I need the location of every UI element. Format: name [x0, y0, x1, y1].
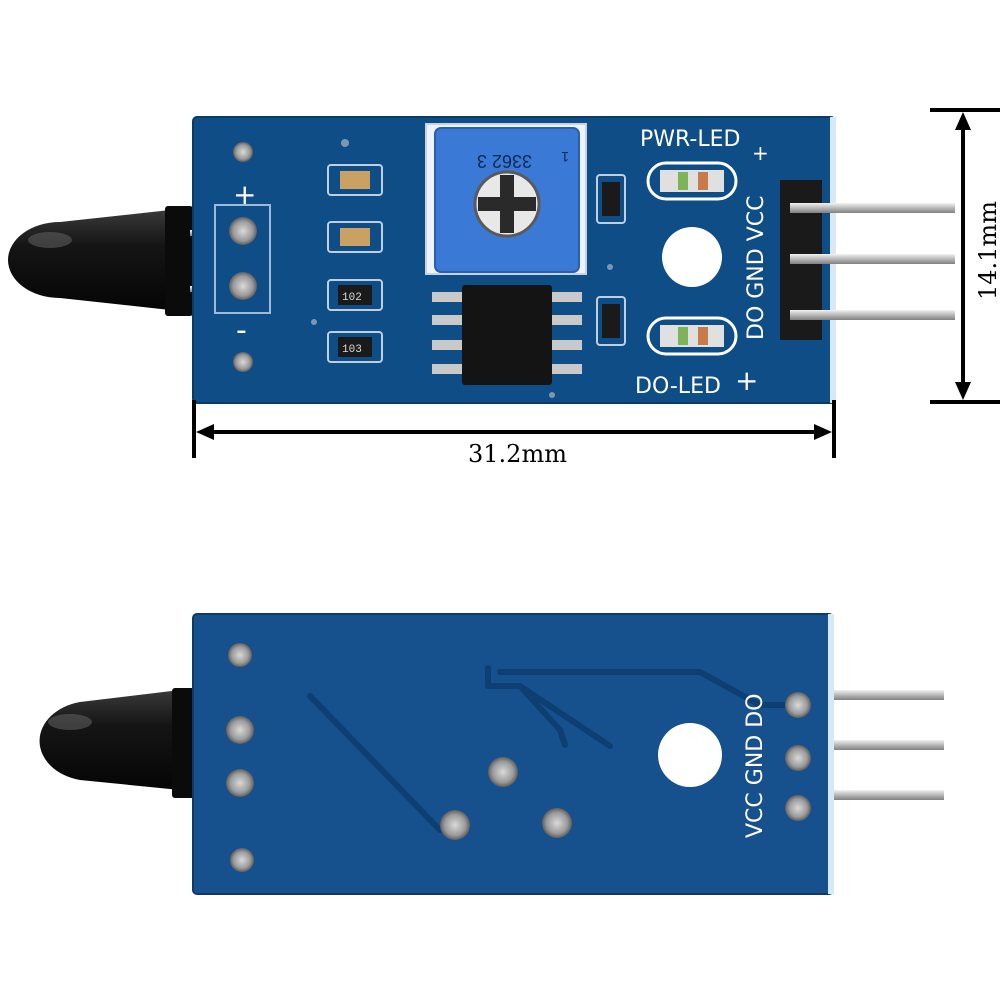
front-board: + - 102 103 3362 3: [8, 116, 955, 404]
dimension-height: [930, 108, 1000, 404]
back-pins-label: VCC GND DO: [743, 694, 768, 838]
plus-label: +: [233, 178, 256, 211]
mount-hole-back: [658, 723, 722, 787]
do-led-label: DO-LED: [635, 374, 721, 399]
smd-resistor-3: [596, 174, 626, 346]
do-led-plus: +: [735, 364, 758, 397]
width-dimension-label: 31.2mm: [468, 440, 567, 468]
smd-capacitors: [327, 164, 383, 253]
minus-label: -: [236, 313, 247, 348]
back-pads: [226, 643, 811, 872]
dimension-width: [192, 400, 836, 458]
do-led: [646, 316, 738, 356]
front-pins-label: DO GND VCC: [744, 196, 769, 340]
svg-text:3362 3: 3362 3: [477, 151, 532, 171]
potentiometer: 3362 3 1: [425, 123, 587, 275]
svg-text:103: 103: [342, 344, 362, 356]
back-board: VCC GND DO: [39, 613, 944, 895]
header-pins-back: [834, 690, 944, 800]
mount-hole-front: [662, 227, 722, 287]
sensor-terminal-pads: [214, 142, 271, 372]
pcb-back: [192, 613, 834, 895]
pwr-led: [646, 161, 738, 201]
height-dimension-label: 14.1mm: [974, 201, 1000, 300]
comparator-ic: [432, 285, 582, 385]
back-traces: [307, 665, 798, 833]
svg-text:1: 1: [561, 149, 569, 165]
smd-resistor-2: 103: [327, 331, 383, 363]
flame-sensor-bulb-back: [39, 688, 196, 798]
svg-text:102: 102: [342, 292, 362, 304]
header-pins-front: [780, 180, 955, 340]
pwr-led-plus: +: [752, 141, 769, 165]
smd-resistor-1: 102: [327, 279, 383, 311]
pwr-led-label: PWR-LED: [640, 127, 740, 152]
